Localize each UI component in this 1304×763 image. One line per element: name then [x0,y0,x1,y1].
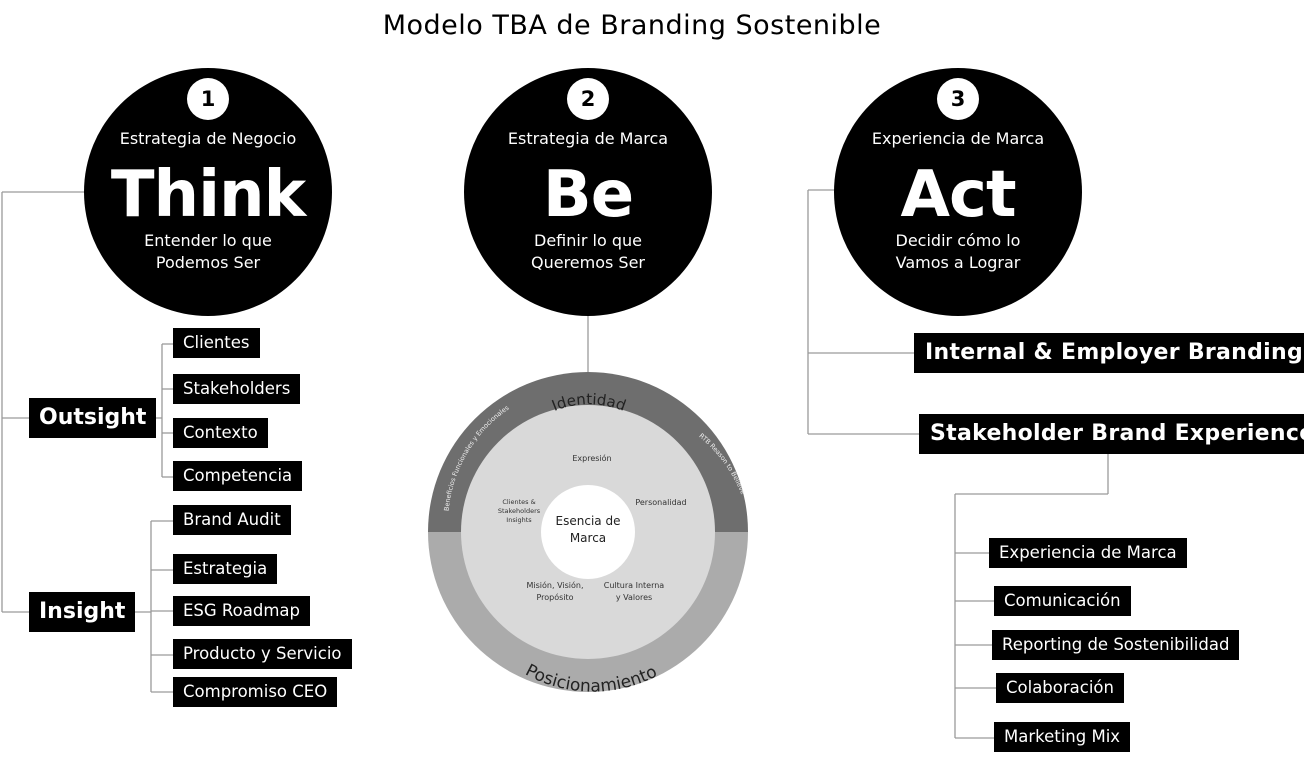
outsight-item-contexto: Contexto [173,418,268,448]
clientes-label-line1: Clientes & [502,498,535,506]
clientes-label-line2: Stakeholders [498,507,541,515]
act-item-comunicacion: Comunicación [994,586,1131,616]
outsight-item-clientes: Clientes [173,328,260,358]
circle-desc-line2: Vamos a Lograr [895,253,1021,272]
stakeholder-brand-experience-box: Stakeholder Brand Experience [919,414,1304,454]
page-title: Modelo TBA de Branding Sostenible [382,10,882,41]
essence-circle [541,485,635,579]
be-circle: 2 Estrategia de Marca Be Definir lo que … [464,68,712,316]
internal-employer-branding-box: Internal & Employer Branding [914,333,1304,373]
act-circle: 3 Experiencia de Marca Act Decidir cómo … [834,68,1082,316]
insight-item-producto: Producto y Servicio [173,639,352,669]
think-circle: 1 Estrategia de Negocio Think Entender l… [84,68,332,316]
personalidad-label: Personalidad [635,498,686,507]
circle-subtitle: Estrategia de Negocio [119,129,297,148]
insight-label: Insight [29,592,136,632]
circle-keyword: Be [542,158,634,232]
center-label-line2: Marca [570,531,606,545]
mision-label-line1: Misión, Visión, [527,580,584,590]
insight-item-brand-audit: Brand Audit [173,505,291,535]
insight-item-esg-roadmap: ESG Roadmap [173,596,310,626]
circle-subtitle: Experiencia de Marca [871,129,1045,148]
step-number-badge: 2 [567,78,609,120]
step-number-badge: 1 [187,78,229,120]
outsight-item-competencia: Competencia [173,461,303,491]
circle-desc-line1: Entender lo que [144,231,272,250]
act-item-reporting: Reporting de Sostenibilidad [992,630,1240,660]
cultura-label-line2: y Valores [616,593,652,602]
outsight-item-stakeholders: Stakeholders [173,374,301,404]
center-label-line1: Esencia de [556,514,621,528]
cultura-label-line1: Cultura Interna [604,581,665,590]
circle-desc-line1: Definir lo que [534,231,642,250]
act-item-colaboracion: Colaboración [996,673,1124,703]
clientes-label-line3: Insights [506,516,532,524]
circle-keyword: Think [110,158,306,232]
mision-label-line2: Propósito [536,592,573,602]
circle-desc-line2: Podemos Ser [155,253,261,272]
circle-desc-line1: Decidir cómo lo [895,231,1021,250]
step-number-badge: 3 [937,78,979,120]
expresion-label: Expresión [572,453,611,463]
insight-item-estrategia: Estrategia [173,554,278,584]
circle-keyword: Act [900,158,1016,232]
act-item-marketing-mix: Marketing Mix [994,722,1131,752]
outsight-label: Outsight [29,398,157,438]
circle-subtitle: Estrategia de Marca [507,129,669,148]
act-item-experiencia: Experiencia de Marca [989,538,1187,568]
insight-item-compromiso: Compromiso CEO [173,677,338,707]
circle-desc-line2: Queremos Ser [530,253,646,272]
